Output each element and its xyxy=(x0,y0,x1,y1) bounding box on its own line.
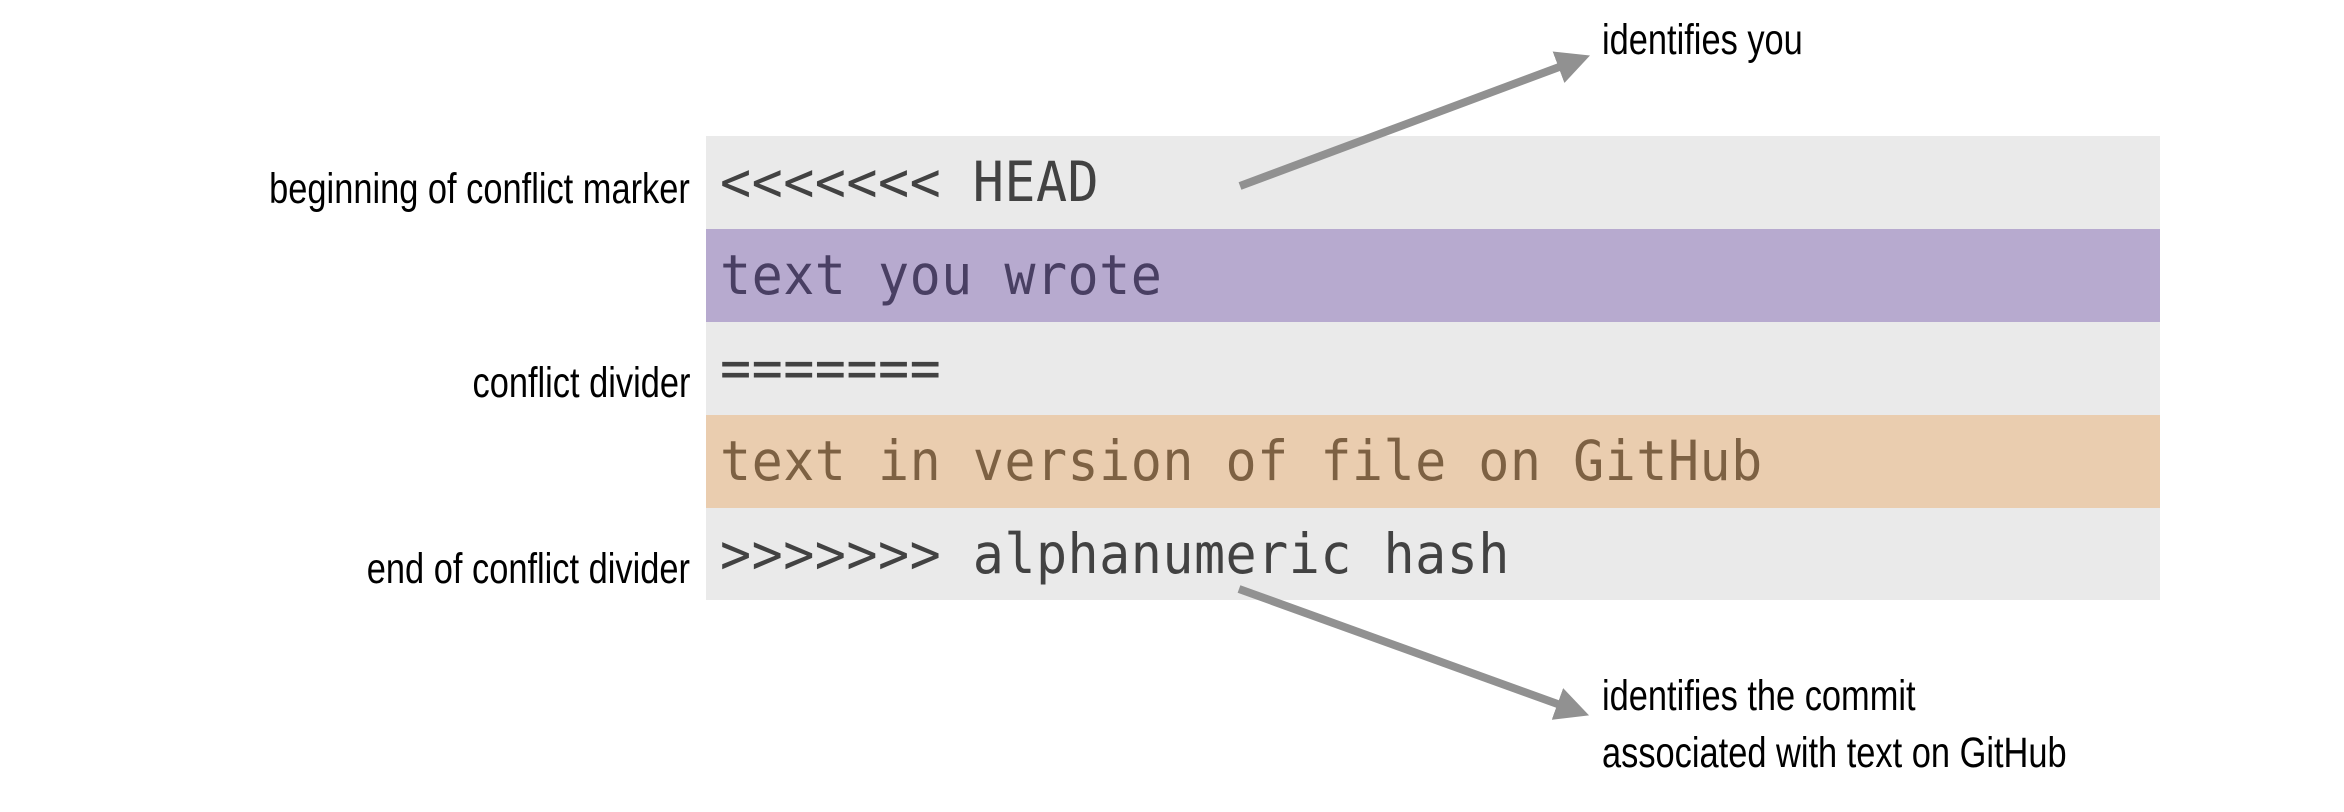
code-line-conflict-divider: ======= xyxy=(720,336,942,400)
annotation-identifies-you-line-1: identifies you xyxy=(1602,16,1803,64)
annotation-conflict-divider: conflict divider xyxy=(472,359,690,407)
code-row-conflict-start-marker: <<<<<<< HEAD xyxy=(706,136,2160,229)
arrow-hash-to-identifies-commit xyxy=(1237,585,1590,720)
code-row-conflict-divider: ======= xyxy=(706,322,2160,415)
annotation-beginning-of-conflict-marker: beginning of conflict marker xyxy=(269,165,690,213)
annotation-identifies-commit: identifies the commit associated with te… xyxy=(1602,668,2067,782)
annotation-identifies-commit-line-1: identifies the commit xyxy=(1602,672,1916,720)
code-row-ours-content: text you wrote xyxy=(706,229,2160,322)
annotation-identifies-you: identifies you xyxy=(1602,12,1803,69)
code-line-conflict-start-marker: <<<<<<< HEAD xyxy=(720,150,1100,214)
code-line-theirs-content: text in version of file on GitHub xyxy=(720,429,1763,493)
annotation-identifies-commit-line-2: associated with text on GitHub xyxy=(1602,728,2067,777)
code-row-theirs-content: text in version of file on GitHub xyxy=(706,415,2160,508)
code-line-ours-content: text you wrote xyxy=(720,243,1163,307)
annotation-end-of-conflict-divider: end of conflict divider xyxy=(366,545,690,593)
code-line-conflict-end-marker: >>>>>>> alphanumeric hash xyxy=(720,521,1510,586)
code-row-conflict-end-marker: >>>>>>> alphanumeric hash xyxy=(706,508,2160,600)
conflict-code-block: <<<<<<< HEAD text you wrote ======= text… xyxy=(706,136,2160,600)
